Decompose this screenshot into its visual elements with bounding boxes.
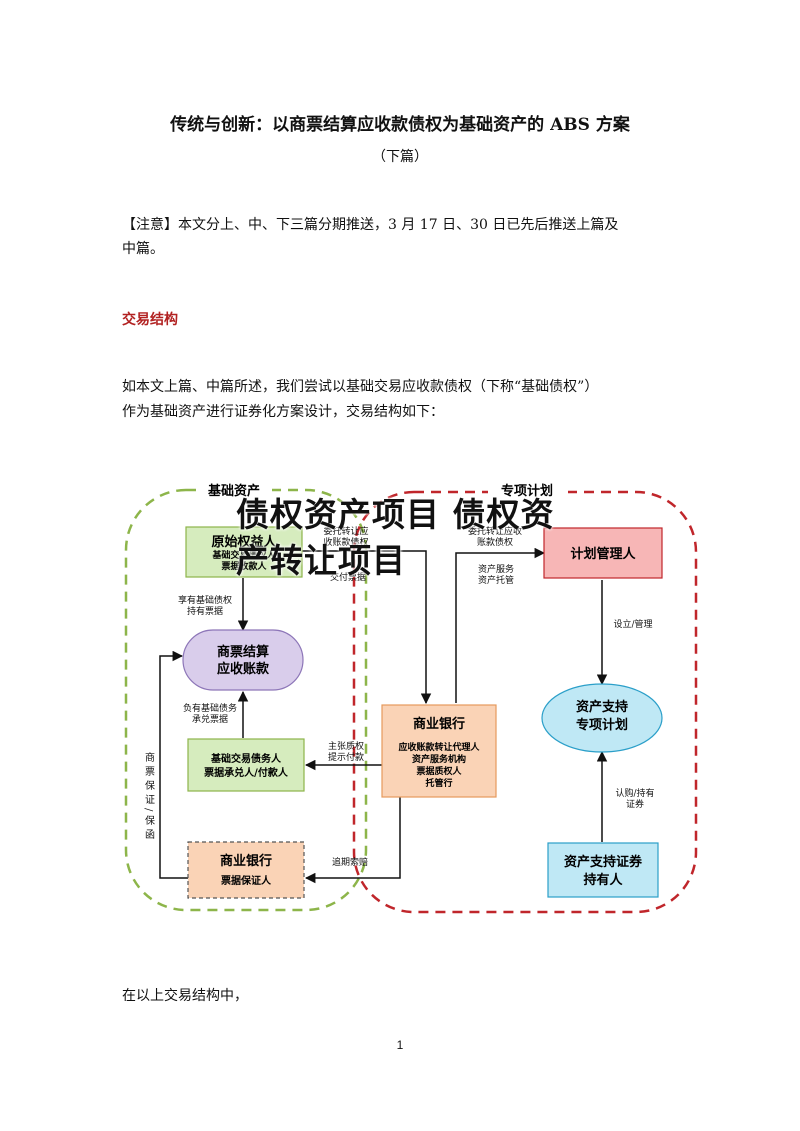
- edge-label-transfer-a: 委托转让应: [323, 525, 368, 537]
- edge-label-entrust-b: 账款债权: [477, 536, 513, 548]
- edge-label-setup: 设立/管理: [613, 618, 652, 630]
- edge-label-owes-a: 负有基础债务: [183, 702, 237, 714]
- svg-text:资产支持: 资产支持: [576, 699, 628, 715]
- edge-label-holds-b: 持有票据: [187, 605, 223, 617]
- edge-label-owes-b: 承兑票据: [192, 713, 228, 725]
- edge-label-guarantee-vertical: 商票保证/保函: [143, 751, 155, 844]
- svg-text:专项计划: 专项计划: [576, 717, 628, 733]
- edge-label-entrust-a: 委托转让应收: [468, 525, 522, 537]
- svg-text:票据承兑人/付款人: 票据承兑人/付款人: [204, 766, 289, 779]
- right-region-label: 专项计划: [501, 483, 553, 499]
- edge-label-subscribe-a: 认购/持有: [615, 787, 654, 799]
- document-title: 传统与创新：以商票结算应收款债权为基础资产的 ABS 方案: [170, 115, 630, 135]
- edge-label-service-b: 资产托管: [478, 574, 514, 586]
- svg-text:商票结算: 商票结算: [217, 644, 269, 660]
- watermark-text: 债权资产项目 债权资 产转让项目: [236, 492, 576, 584]
- page-number: 1: [396, 1038, 404, 1052]
- edge-label-pledge-b: 提示付款: [328, 751, 364, 763]
- svg-text:票据保证人: 票据保证人: [221, 874, 272, 887]
- svg-text:票据收款人: 票据收款人: [221, 560, 267, 572]
- svg-text:应收账款: 应收账款: [217, 661, 270, 677]
- original-holder-node: 原始权益人 基础交易债权人 票据收款人: [185, 526, 303, 578]
- edge-label-pledge-a: 主张质权: [328, 740, 364, 752]
- note-line-1: 【注意】本文分上、中、下三篇分期推送，3 月 17 日、30 日已先后推送上篇及: [122, 217, 619, 233]
- edge-label-transfer-c: 交付票据: [330, 571, 366, 583]
- svg-text:托管行: 托管行: [425, 777, 452, 789]
- svg-text:资产支持证券: 资产支持证券: [564, 854, 643, 870]
- receivable-node: 商票结算 应收账款: [182, 629, 304, 691]
- svg-text:持有人: 持有人: [583, 872, 623, 888]
- edge-label-transfer-b: 收账款债权: [323, 536, 368, 548]
- guarantor-bank-node: 商业银行 票据保证人: [187, 841, 305, 899]
- watermark-line-1: 债权资产项目 债权资: [236, 495, 555, 534]
- watermark-line-2: 产转让项目: [236, 541, 406, 580]
- section-heading: 交易结构: [122, 312, 178, 328]
- edge-label-subscribe-b: 证券: [626, 798, 644, 810]
- after-diagram-line: 在以上交易结构中，: [122, 988, 248, 1004]
- note-line-2: 中篇。: [122, 241, 164, 257]
- body-line-1: 如本文上篇、中篇所述，我们尝试以基础交易应收款债权（下称“基础债权”）: [122, 379, 599, 395]
- edge-label-recourse: 追期索赔: [332, 856, 368, 868]
- debtor-node: 基础交易债务人 票据承兑人/付款人: [187, 738, 305, 792]
- svg-text:应收账款转让代理人: 应收账款转让代理人: [398, 741, 480, 753]
- plan-manager-node: 计划管理人: [543, 527, 663, 579]
- edge-label-holds-a: 享有基础债权: [178, 594, 232, 606]
- svg-text:计划管理人: 计划管理人: [570, 546, 636, 562]
- svg-text:资产服务机构: 资产服务机构: [412, 753, 466, 765]
- svg-text:商业银行: 商业银行: [413, 716, 465, 732]
- svg-text:基础交易债务人: 基础交易债务人: [210, 752, 282, 765]
- svg-text:基础交易债权人: 基础交易债权人: [211, 549, 276, 561]
- document-subtitle: （下篇）: [372, 149, 428, 165]
- holders-node: 资产支持证券 持有人: [547, 842, 659, 898]
- svg-text:原始权益人: 原始权益人: [211, 534, 277, 550]
- edge-label-service-a: 资产服务: [478, 563, 514, 575]
- svg-text:票据质权人: 票据质权人: [416, 765, 462, 777]
- left-region-label: 基础资产: [207, 483, 260, 499]
- svg-text:商业银行: 商业银行: [220, 853, 272, 869]
- abs-plan-node: 资产支持 专项计划: [541, 683, 663, 753]
- body-line-2: 作为基础资产进行证券化方案设计，交易结构如下：: [122, 404, 444, 420]
- commercial-bank-node: 商业银行 应收账款转让代理人 资产服务机构 票据质权人 托管行: [381, 704, 497, 798]
